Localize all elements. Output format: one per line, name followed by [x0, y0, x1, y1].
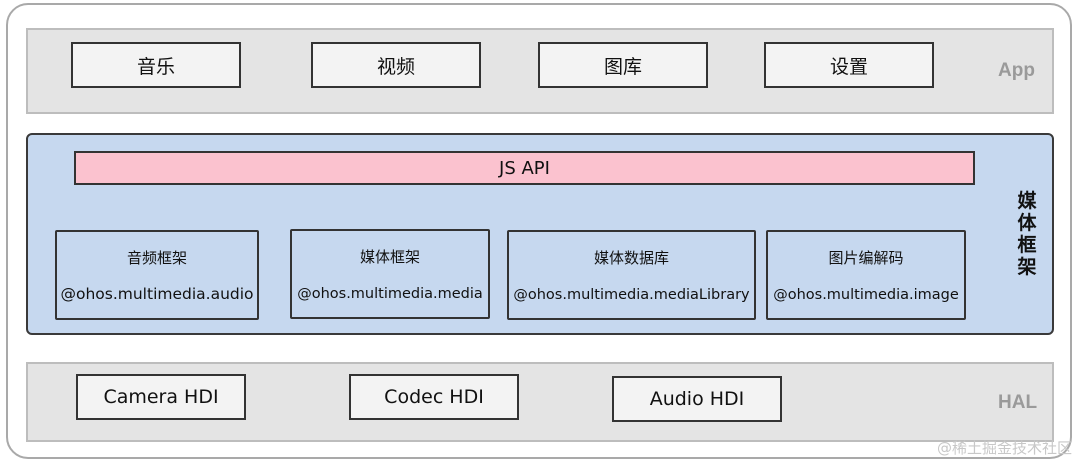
hal-box-codec: Codec HDI — [349, 374, 519, 420]
app-box-settings: 设置 — [764, 42, 934, 88]
hal-box-audio: Audio HDI — [612, 376, 782, 422]
app-box-gallery: 图库 — [538, 42, 708, 88]
watermark: @稀土掘金技术社区 — [936, 439, 1072, 457]
media-layer-label: 媒体框架 — [1017, 190, 1037, 278]
module-audio: 音频框架 @ohos.multimedia.audio — [55, 230, 259, 320]
module-package: @ohos.multimedia.mediaLibrary — [513, 286, 750, 303]
app-box-video: 视频 — [311, 42, 481, 88]
hal-layer-label: HAL — [998, 392, 1038, 413]
module-title: 图片编解码 — [828, 249, 904, 268]
module-title: 媒体框架 — [359, 248, 420, 267]
hal-box-camera: Camera HDI — [76, 374, 246, 420]
module-image: 图片编解码 @ohos.multimedia.image — [766, 230, 966, 320]
module-package: @ohos.multimedia.audio — [60, 285, 254, 304]
module-package: @ohos.multimedia.media — [297, 285, 483, 302]
js-api-bar: JS API — [74, 151, 975, 185]
module-title: 音频框架 — [126, 248, 187, 267]
module-package: @ohos.multimedia.image — [773, 286, 959, 303]
app-layer-label: App — [998, 60, 1035, 81]
module-title: 媒体数据库 — [593, 249, 669, 268]
app-box-music: 音乐 — [71, 42, 241, 88]
module-media-library: 媒体数据库 @ohos.multimedia.mediaLibrary — [507, 230, 756, 320]
module-media: 媒体框架 @ohos.multimedia.media — [290, 229, 490, 319]
